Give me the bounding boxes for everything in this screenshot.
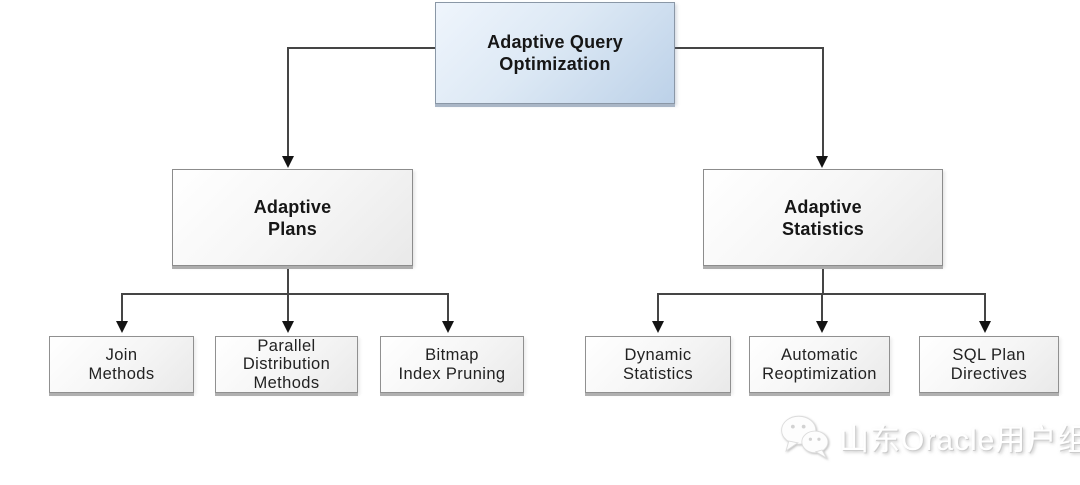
connector-plans-horizontal bbox=[122, 293, 449, 295]
connector-plans-stub bbox=[287, 266, 289, 295]
connector-plans-to-parallel bbox=[287, 293, 289, 321]
connector-root-to-stats-horizontal bbox=[675, 47, 823, 49]
wechat-icon bbox=[781, 415, 829, 460]
arrowhead-to-join-methods bbox=[116, 321, 128, 333]
arrowhead-to-adaptive-plans bbox=[282, 156, 294, 168]
connector-root-to-plans-vertical bbox=[287, 47, 289, 156]
connector-stats-to-automatic bbox=[821, 293, 823, 321]
connector-stats-to-sqlplan bbox=[984, 293, 986, 321]
watermark: 山东Oracle用户组 bbox=[778, 413, 1080, 460]
watermark-text: 山东Oracle用户组 bbox=[839, 423, 1080, 457]
connector-plans-to-join bbox=[121, 293, 123, 321]
arrowhead-to-adaptive-statistics bbox=[816, 156, 828, 168]
connector-plans-to-bitmap bbox=[447, 293, 449, 321]
node-automatic-reoptimization: Automatic Reoptimization bbox=[749, 336, 890, 393]
arrowhead-to-dynamic-statistics bbox=[652, 321, 664, 333]
node-adaptive-query-optimization: Adaptive Query Optimization bbox=[435, 2, 675, 104]
node-bitmap-index-pruning: Bitmap Index Pruning bbox=[380, 336, 524, 393]
connector-root-to-stats-vertical bbox=[822, 47, 824, 156]
node-sql-plan-directives: SQL Plan Directives bbox=[919, 336, 1059, 393]
node-join-methods: Join Methods bbox=[49, 336, 194, 393]
connector-stats-stub bbox=[822, 266, 824, 295]
node-adaptive-plans: Adaptive Plans bbox=[172, 169, 413, 266]
node-parallel-distribution-methods: Parallel Distribution Methods bbox=[215, 336, 358, 393]
arrowhead-to-parallel-distribution bbox=[282, 321, 294, 333]
node-adaptive-statistics: Adaptive Statistics bbox=[703, 169, 943, 266]
arrowhead-to-sql-plan-directives bbox=[979, 321, 991, 333]
connector-stats-to-dynamic bbox=[657, 293, 659, 321]
node-dynamic-statistics: Dynamic Statistics bbox=[585, 336, 731, 393]
arrowhead-to-bitmap-index-pruning bbox=[442, 321, 454, 333]
arrowhead-to-automatic-reoptimization bbox=[816, 321, 828, 333]
connector-root-to-plans-horizontal bbox=[288, 47, 435, 49]
